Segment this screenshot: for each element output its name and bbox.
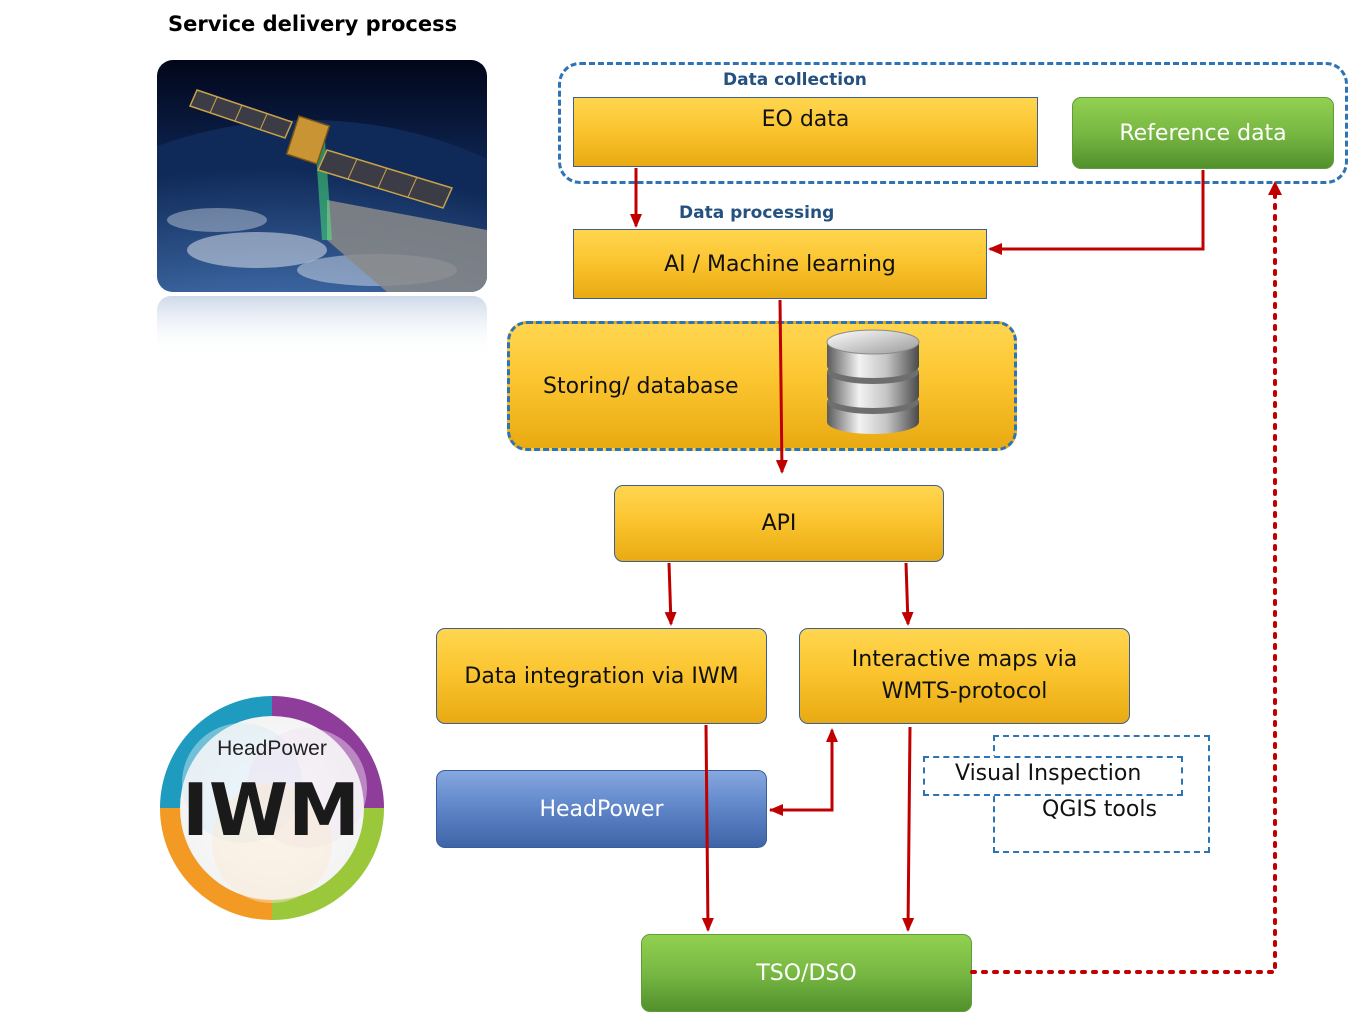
tso-dso-box[interactable]: TSO/DSO (641, 934, 972, 1012)
data-integration-label: Data integration via IWM (464, 663, 739, 689)
api-label: API (761, 511, 797, 536)
tso-dso-label: TSO/DSO (756, 960, 857, 986)
arrow-headpower-to-maps (770, 728, 838, 812)
reference-data-label: Reference data (1119, 120, 1287, 146)
feedback-arrowhead (1268, 181, 1282, 195)
page-title: Service delivery process (168, 12, 458, 36)
reference-data-box[interactable]: Reference data (1072, 97, 1334, 169)
ai-ml-label: AI / Machine learning (664, 251, 896, 277)
eo-data-box[interactable]: EO data (573, 97, 1038, 167)
arrow-ai-to-api (775, 299, 788, 474)
visual-inspection-label: Visual Inspection (955, 761, 1142, 786)
eo-data-label: EO data (761, 107, 850, 132)
arrow-reference-to-ai (988, 170, 1205, 255)
data-collection-label: Data collection (723, 70, 867, 90)
storing-database-label: Storing/ database (543, 373, 739, 399)
data-processing-label: Data processing (679, 203, 835, 223)
interactive-maps-line1: Interactive maps via (851, 647, 1078, 673)
arrow-maps-to-tso (902, 726, 915, 932)
arrow-api-to-integration (664, 562, 677, 626)
iwm-logo-icon: HeadPower IWM (160, 696, 384, 920)
iwm-logo-brand: HeadPower (217, 737, 327, 760)
feedback-dotted-line (970, 188, 1277, 974)
satellite-icon (157, 60, 487, 356)
arrow-integration-to-tso (701, 724, 714, 932)
interactive-maps-line2: WMTS-protocol (881, 679, 1048, 704)
database-icon (823, 326, 923, 438)
headpower-box[interactable]: HeadPower (436, 770, 767, 848)
data-integration-box[interactable]: Data integration via IWM (436, 628, 767, 724)
iwm-logo-product: IWM (182, 768, 360, 852)
storing-database-box[interactable]: Storing/ database (507, 321, 1017, 451)
qgis-tools-label: QGIS tools (1042, 797, 1157, 822)
ai-ml-box[interactable]: AI / Machine learning (573, 229, 987, 299)
interactive-maps-box[interactable]: Interactive maps via WMTS-protocol (799, 628, 1130, 724)
data-collection-group (558, 62, 1348, 184)
arrow-api-to-maps (901, 562, 914, 626)
headpower-label: HeadPower (539, 796, 664, 822)
satellite-image (157, 60, 487, 360)
api-box[interactable]: API (614, 485, 944, 562)
iwm-logo: HeadPower IWM (157, 693, 387, 923)
visual-inspection-box (923, 756, 1183, 796)
